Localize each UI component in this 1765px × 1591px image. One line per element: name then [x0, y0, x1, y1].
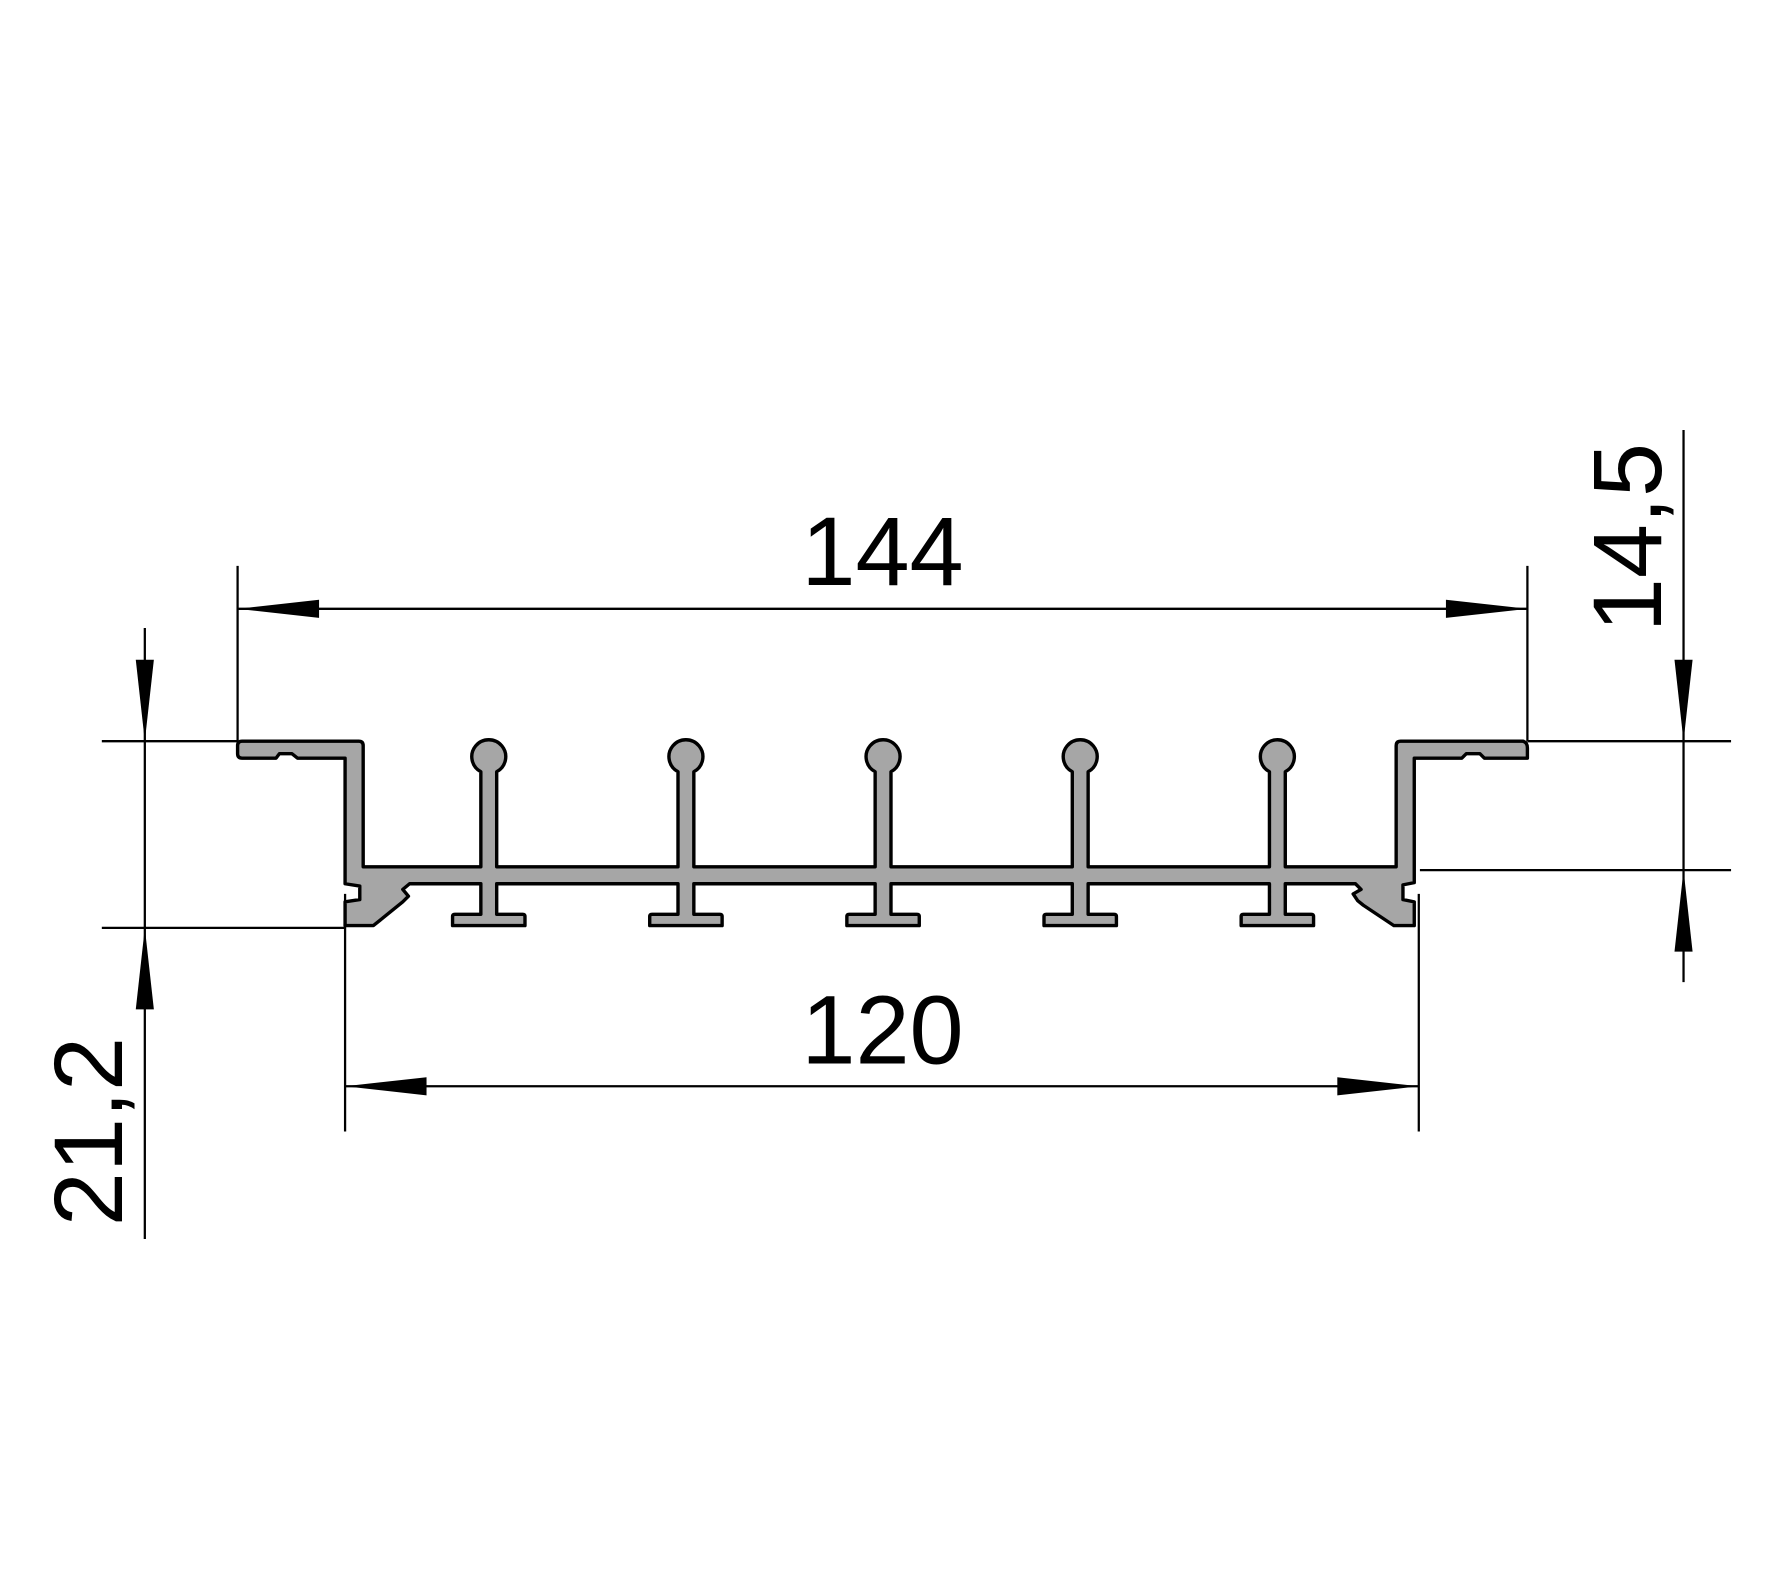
- dimension-total-height: 21,2: [34, 628, 154, 1240]
- dimension-flange-height: 14,5: [1573, 430, 1693, 983]
- extension-lines: [101, 565, 1732, 1132]
- aluminium-profile-section: [235, 738, 1530, 928]
- arrow-down-icon: [1674, 659, 1693, 742]
- arrow-up-icon: [135, 927, 154, 1010]
- dimension-base-width: 120: [345, 976, 1419, 1096]
- arrow-up-icon: [1674, 870, 1693, 952]
- dimension-label-21-2: 21,2: [34, 1037, 143, 1226]
- arrow-right-icon: [1337, 1077, 1419, 1096]
- arrow-right-icon: [1445, 599, 1528, 618]
- dimension-label-144: 144: [801, 497, 963, 606]
- dimension-label-120: 120: [801, 976, 963, 1085]
- arrow-down-icon: [135, 659, 154, 742]
- arrow-left-icon: [345, 1077, 427, 1096]
- dimension-label-14-5: 14,5: [1573, 443, 1682, 632]
- arrow-left-icon: [237, 599, 320, 618]
- dimension-overall-width: 144: [237, 497, 1528, 618]
